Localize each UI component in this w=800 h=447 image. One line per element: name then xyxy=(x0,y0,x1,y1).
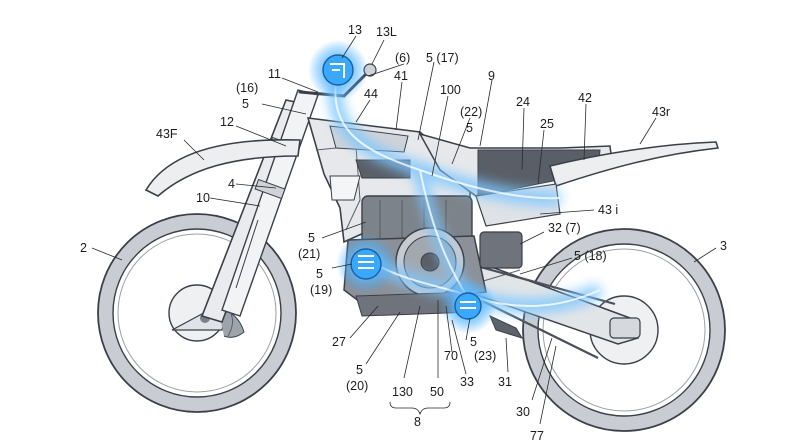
label-5-18: 5 (18) xyxy=(574,249,607,263)
label-11: 11 xyxy=(268,67,281,81)
label-24: 24 xyxy=(516,95,530,109)
label-44: 44 xyxy=(364,87,378,101)
label-43F: 43F xyxy=(156,127,178,141)
label-13L: 13L xyxy=(376,25,397,39)
label-19: (19) xyxy=(310,283,332,297)
label-8: 8 xyxy=(414,415,421,429)
label-16: (16) xyxy=(236,81,258,95)
label-4: 4 xyxy=(228,177,235,191)
label-100: 100 xyxy=(440,83,461,97)
label-3: 3 xyxy=(720,239,727,253)
label-21: (21) xyxy=(298,247,320,261)
label-12: 12 xyxy=(220,115,234,129)
label-77: 77 xyxy=(530,429,544,443)
label-5-f: 5 xyxy=(356,363,363,377)
label-43i: 43 i xyxy=(598,203,618,217)
label-5-d: 5 xyxy=(316,267,323,281)
label-5-e: 5 xyxy=(470,335,477,349)
label-13: 13 xyxy=(348,23,362,37)
label-9: 9 xyxy=(488,69,495,83)
label-32-7: 32 (7) xyxy=(548,221,581,235)
front-wheel xyxy=(97,213,297,413)
label-23: (23) xyxy=(474,349,496,363)
leader-lines xyxy=(91,35,717,425)
rear-fender xyxy=(549,141,720,187)
label-70: 70 xyxy=(444,349,458,363)
label-5-b: 5 xyxy=(466,121,473,135)
label-5-a: 5 xyxy=(242,97,249,111)
label-50: 50 xyxy=(430,385,444,399)
label-25: 25 xyxy=(540,117,554,131)
reference-labels: 13 13L (6) 5 (17) 9 11 41 100 (16) 5 44 … xyxy=(80,23,727,443)
label-27: 27 xyxy=(332,335,346,349)
label-2: 2 xyxy=(80,241,87,255)
connector-front xyxy=(336,234,396,294)
label-5-c: 5 xyxy=(308,231,315,245)
label-30: 30 xyxy=(516,405,530,419)
label-22: (22) xyxy=(460,105,482,119)
connector-handlebar xyxy=(308,40,368,100)
connector-rear xyxy=(440,278,496,334)
label-6: (6) xyxy=(395,51,410,65)
label-10: 10 xyxy=(196,191,210,205)
label-33: 33 xyxy=(460,375,474,389)
label-20: (20) xyxy=(346,379,368,393)
label-42: 42 xyxy=(578,91,592,105)
label-43r: 43r xyxy=(652,105,670,119)
front-fender xyxy=(144,138,301,197)
label-5-17: 5 (17) xyxy=(426,51,459,65)
label-31: 31 xyxy=(498,375,512,389)
label-41: 41 xyxy=(394,69,408,83)
label-130: 130 xyxy=(392,385,413,399)
